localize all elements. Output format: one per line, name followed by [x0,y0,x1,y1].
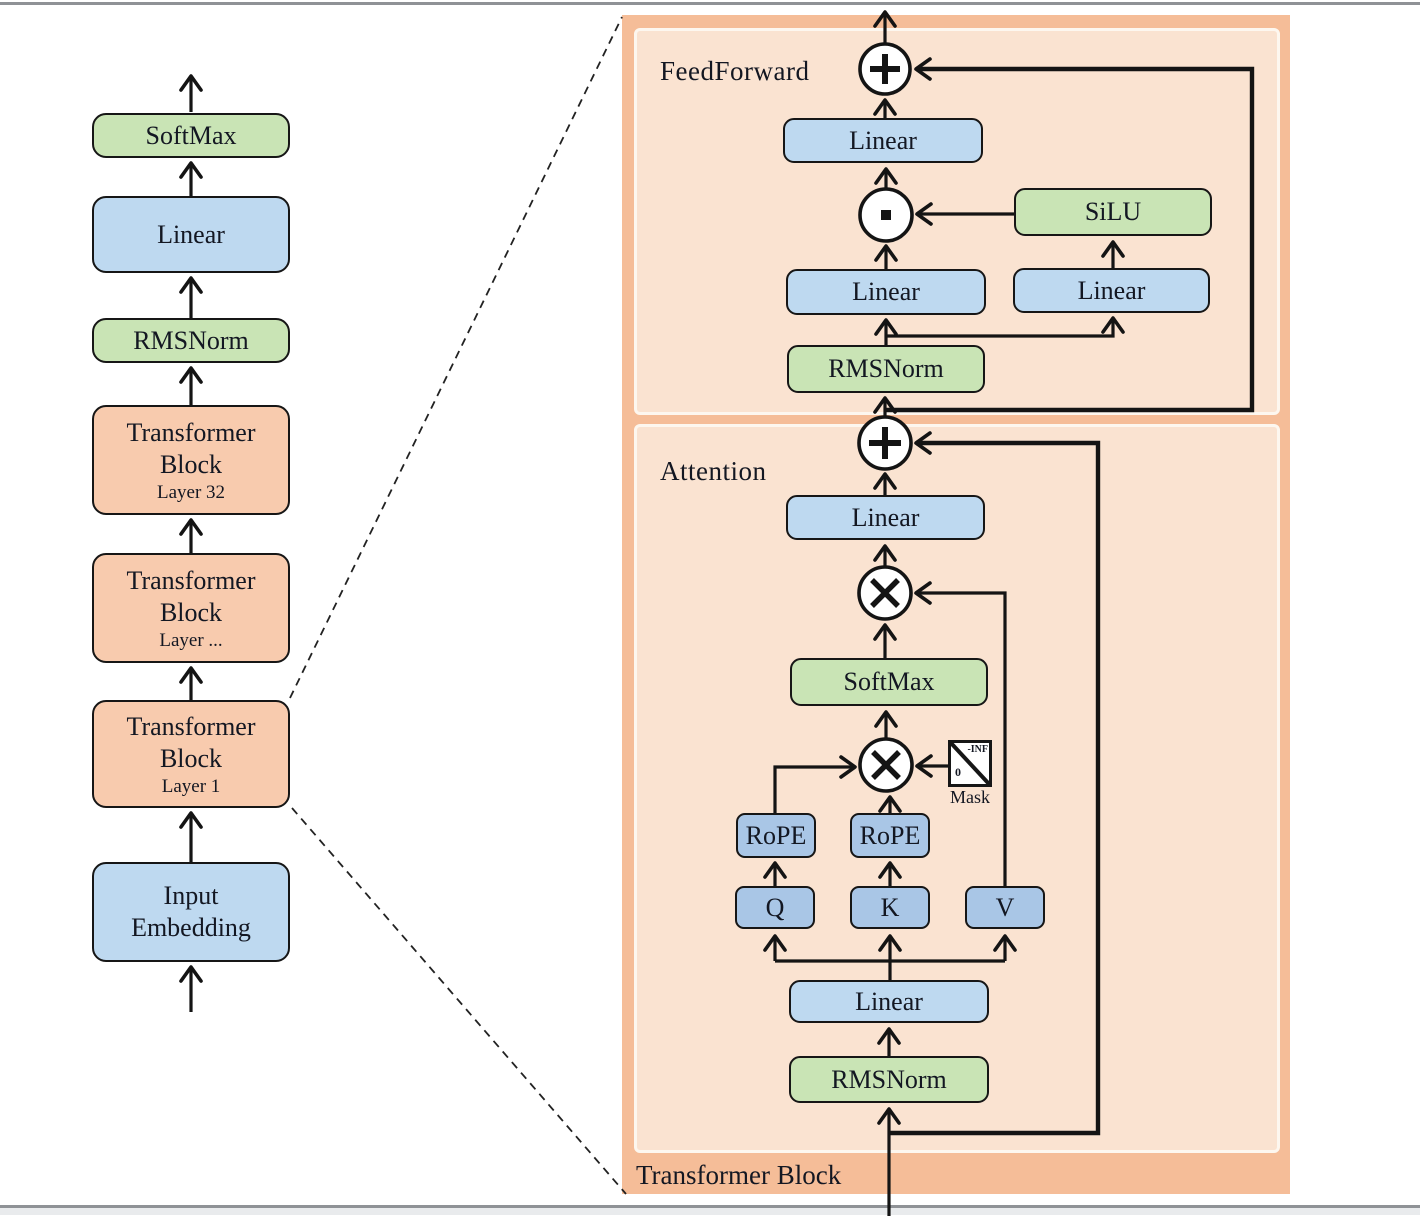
ff-rmsnorm-block: RMSNorm [787,345,985,393]
tb1-line2: Block [159,744,223,774]
rope-q-block: RoPE [736,813,816,858]
input-embedding-line1: Input [163,880,219,910]
rope-k-label: RoPE [859,820,921,850]
tb32-sublabel: Layer 32 [156,481,226,503]
ff-rmsnorm-label: RMSNorm [828,354,944,384]
mask-label: Mask [950,787,990,807]
mask-zero-text: 0 [955,765,961,779]
transformer-block-layer-32: Transformer Block Layer 32 [92,405,290,515]
frame-line-bottom-shadow [0,1208,1420,1215]
ff-gate-linear-block: Linear [786,269,986,315]
rmsnorm-branch-to-up-linear [886,316,1125,338]
tbmid-sublabel: Layer ... [159,629,223,651]
k-label: K [880,892,900,922]
frame-line-bottom [0,1205,1420,1208]
attn-add-operator-icon [857,415,913,471]
panel-wires [763,10,1125,1216]
tb1-line1: Transformer [126,711,256,741]
feedforward-residual-wire [885,57,1255,413]
dot-product-operator-icon [858,187,914,243]
zoom-connector-dashed-lines [289,16,627,1195]
v-label: V [995,892,1015,922]
q-rope-to-matmul [773,755,857,813]
ff-output-linear-label: Linear [849,125,917,155]
frame-line-top [0,2,1420,5]
attention-section-box [634,424,1280,1153]
ff-output-linear-block: Linear [783,118,983,163]
k-projection-block: K [850,886,930,929]
rope-k-block: RoPE [850,813,930,858]
ff-gate-linear-label: Linear [852,277,920,307]
tbmid-line2: Block [159,598,223,628]
input-embedding-block: Input Embedding [92,862,290,962]
attn-output-linear-block: Linear [786,495,985,540]
left-rmsnorm-label: RMSNorm [133,325,249,355]
ff-silu-block: SiLU [1014,188,1212,236]
ff-up-linear-label: Linear [1077,275,1146,305]
transformer-block-layer-1: Transformer Block Layer 1 [92,700,290,808]
tbmid-line1: Transformer [126,565,256,595]
ff-silu-label: SiLU [1084,197,1142,227]
left-linear-label: Linear [157,219,225,249]
attn-output-linear-label: Linear [851,502,920,532]
rope-q-label: RoPE [745,820,807,850]
mask-neg-inf-text: -INF [967,744,988,755]
q-projection-block: Q [735,886,815,929]
transformer-block-layer-mid: Transformer Block Layer ... [92,553,290,663]
feedforward-section-title: FeedForward [660,56,810,86]
attn-softmax-block: SoftMax [790,658,988,706]
residual-wires [885,57,1255,1136]
attention-section-title: Attention [660,456,767,486]
mask-diagonal-line [951,743,989,784]
attn-rmsnorm-label: RMSNorm [831,1064,947,1094]
q-label: Q [765,892,785,922]
left-rmsnorm-block: RMSNorm [92,318,290,363]
ff-up-linear-block: Linear [1013,268,1210,313]
qk-matmul-operator-icon [858,737,914,793]
tb32-line1: Transformer [126,417,256,447]
tb32-line2: Block [159,450,223,480]
ff-add-operator-icon [858,42,912,96]
v-projection-block: V [965,886,1045,929]
attention-residual-wire [889,431,1101,1136]
left-softmax-label: SoftMax [145,120,237,150]
attn-softmax-label: SoftMax [843,667,935,697]
attn-qkv-linear-block: Linear [789,980,989,1023]
left-softmax-block: SoftMax [92,113,290,158]
attn-output-matmul-operator-icon [857,565,913,621]
tb1-sublabel: Layer 1 [161,775,221,797]
attn-rmsnorm-block: RMSNorm [789,1056,989,1103]
input-embedding-line2: Embedding [131,913,251,942]
causal-mask-icon: -INF 0 [948,740,992,787]
transformer-block-footer-label: Transformer Block [636,1160,842,1190]
attn-qkv-linear-label: Linear [855,986,923,1016]
v-to-matmul-wire [914,581,1007,886]
left-linear-block: Linear [92,196,290,273]
